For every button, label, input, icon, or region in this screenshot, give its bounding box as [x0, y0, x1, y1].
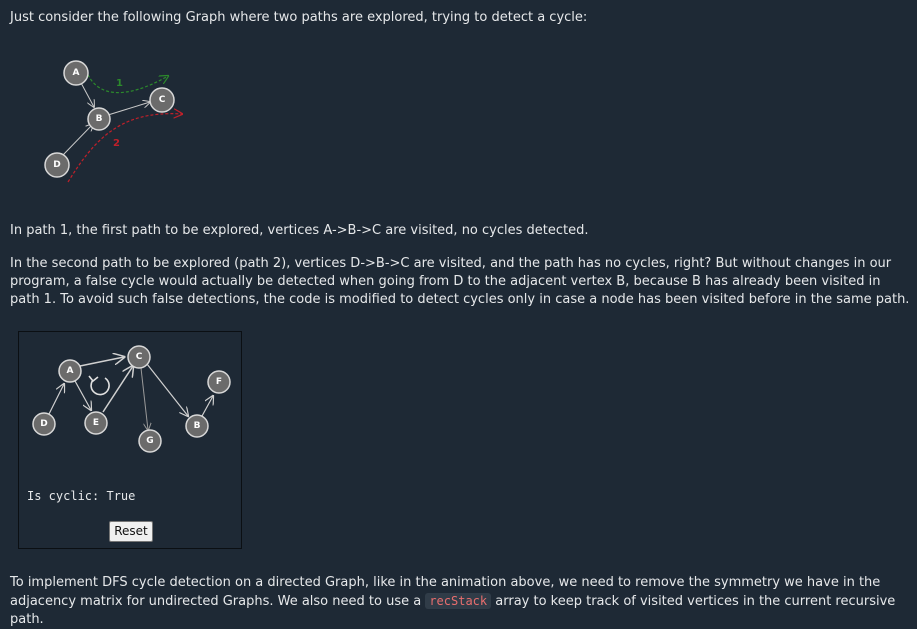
svg-text:F: F: [216, 377, 222, 387]
graph1-node-a: A: [63, 60, 89, 86]
edge-a-b: [79, 80, 94, 107]
svg-text:B: B: [194, 421, 201, 431]
sim-node-b: B: [185, 414, 209, 438]
graph1-node-d: D: [44, 152, 70, 178]
edge-c-g: [140, 367, 148, 430]
graph1-node-b: B: [87, 107, 111, 131]
edge-a-c: [79, 357, 124, 367]
path-1-curve: [85, 69, 168, 94]
intro-paragraph: Just consider the following Graph where …: [10, 10, 588, 25]
svg-text:B: B: [96, 114, 103, 124]
implementation-paragraph: To implement DFS cycle detection on a di…: [10, 574, 910, 629]
edge-b-f: [201, 396, 213, 417]
svg-text:C: C: [159, 95, 166, 105]
svg-text:D: D: [53, 160, 60, 170]
path-2-curve: [67, 114, 182, 183]
svg-text:C: C: [136, 352, 143, 362]
path-2-label: 2: [113, 138, 120, 149]
svg-text:E: E: [93, 418, 99, 428]
svg-text:A: A: [67, 366, 74, 376]
svg-text:A: A: [73, 68, 80, 78]
sim-node-g: G: [138, 429, 162, 453]
recstack-code: recStack: [425, 593, 492, 609]
sim-node-a: A: [58, 359, 82, 383]
impl-text-before: To implement DFS cycle detection on a di…: [10, 575, 881, 609]
svg-text:D: D: [40, 419, 47, 429]
edge-a-e: [74, 380, 91, 410]
cycle-indicator-icon: [88, 375, 110, 396]
cyclic-status: Is cyclic: True: [27, 489, 136, 503]
path-2-paragraph: In the second path to be explored (path …: [10, 256, 910, 307]
edge-d-b: [62, 124, 93, 156]
two-paths-graph: 1 2 A B C D: [44, 60, 210, 183]
edge-e-c: [102, 366, 133, 413]
edge-c-b: [146, 363, 188, 416]
reset-button[interactable]: Reset: [109, 521, 153, 542]
sim-node-c: C: [127, 345, 151, 369]
sim-node-d: D: [32, 412, 56, 436]
graph1-node-c: C: [149, 87, 175, 113]
path-1-label: 1: [116, 78, 123, 89]
edge-b-c: [107, 102, 150, 116]
cycle-detection-simulation: A C D E F G B Is cyclic: True Reset: [18, 331, 242, 549]
svg-text:G: G: [146, 436, 153, 446]
edge-d-a: [48, 384, 64, 415]
sim-node-f: F: [207, 370, 231, 394]
path-1-paragraph: In path 1, the first path to be explored…: [10, 223, 589, 238]
simulation-graph: A C D E F G B: [32, 345, 231, 453]
sim-node-e: E: [84, 411, 108, 435]
